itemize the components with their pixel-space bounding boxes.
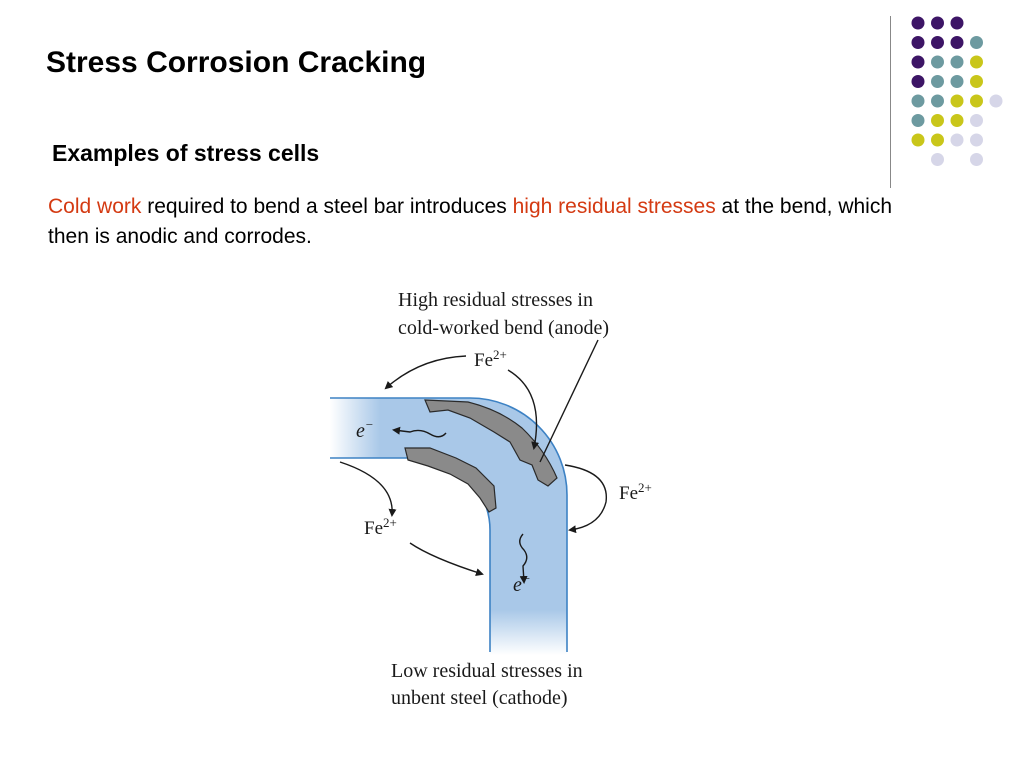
page-title: Stress Corrosion Cracking — [46, 46, 427, 79]
decor-dot — [950, 36, 964, 49]
arrow-fe-top-left — [384, 355, 467, 390]
highlight-residual-stresses: high residual stresses — [512, 195, 716, 218]
anode-leader-line — [539, 339, 599, 463]
ion-label-left: Fe2+ — [364, 515, 397, 539]
arrow-electron-down — [519, 533, 528, 584]
decor-dot — [970, 55, 983, 69]
decor-dot — [931, 133, 944, 147]
decor-dot — [950, 55, 964, 69]
decor-dot — [931, 94, 944, 108]
body-text-part4: at the bend, which then is anodic and co… — [48, 195, 893, 248]
arrow-electron-left — [392, 426, 447, 438]
decor-dot — [911, 16, 925, 30]
decor-dot — [931, 55, 944, 69]
decor-dot — [970, 36, 983, 49]
body-paragraph: Cold work required to bend a steel bar i… — [48, 192, 898, 252]
ion-label-top: Fe2+ — [474, 347, 507, 371]
decorative-dot-pattern — [911, 16, 1003, 166]
header-divider — [890, 16, 891, 188]
decor-dot — [950, 16, 964, 30]
ion-label-right: Fe2+ — [619, 480, 652, 504]
decor-dot — [950, 114, 964, 127]
arrow-fe-right — [564, 464, 607, 534]
arrow-fe-left-up — [339, 461, 397, 517]
decor-dot — [970, 94, 983, 108]
arrow-fe-left-down — [409, 542, 484, 576]
section-subtitle: Examples of stress cells — [52, 140, 320, 166]
decor-dot — [911, 55, 925, 69]
decor-dot — [911, 114, 925, 127]
decor-dot — [970, 153, 983, 166]
decor-dot — [970, 75, 983, 88]
decor-dot — [931, 36, 944, 49]
decor-dot — [911, 94, 925, 108]
corrosion-inner — [404, 447, 497, 513]
decor-dot — [931, 16, 944, 30]
cathode-label-line2: unbent steel (cathode) — [391, 687, 568, 709]
decor-dot — [911, 133, 925, 147]
corrosion-outer — [424, 399, 558, 487]
decor-dot — [931, 75, 944, 88]
decor-dot — [970, 114, 983, 127]
decor-dot — [931, 114, 944, 127]
electron-label-top: e− — [356, 417, 374, 442]
decor-dot — [989, 94, 1003, 108]
decor-dot — [950, 133, 964, 147]
arrow-fe-top-down — [507, 369, 540, 450]
anode-label-line2: cold-worked bend (anode) — [398, 317, 609, 339]
decor-dot — [950, 94, 964, 108]
body-text-part2: required to bend a steel bar introduces — [141, 195, 513, 218]
highlight-cold-work: Cold work — [48, 195, 142, 218]
steel-bar — [330, 397, 568, 655]
decor-dot — [950, 75, 964, 88]
decor-dot — [911, 75, 925, 88]
stress-cell-diagram: High residual stresses in cold-worked be… — [330, 289, 652, 709]
decor-dot — [931, 153, 944, 166]
anode-label-line1: High residual stresses in — [398, 289, 593, 311]
decor-dot — [970, 133, 983, 147]
decor-dot — [911, 36, 925, 49]
cathode-label-line1: Low residual stresses in — [391, 660, 583, 682]
arrows — [339, 355, 607, 584]
